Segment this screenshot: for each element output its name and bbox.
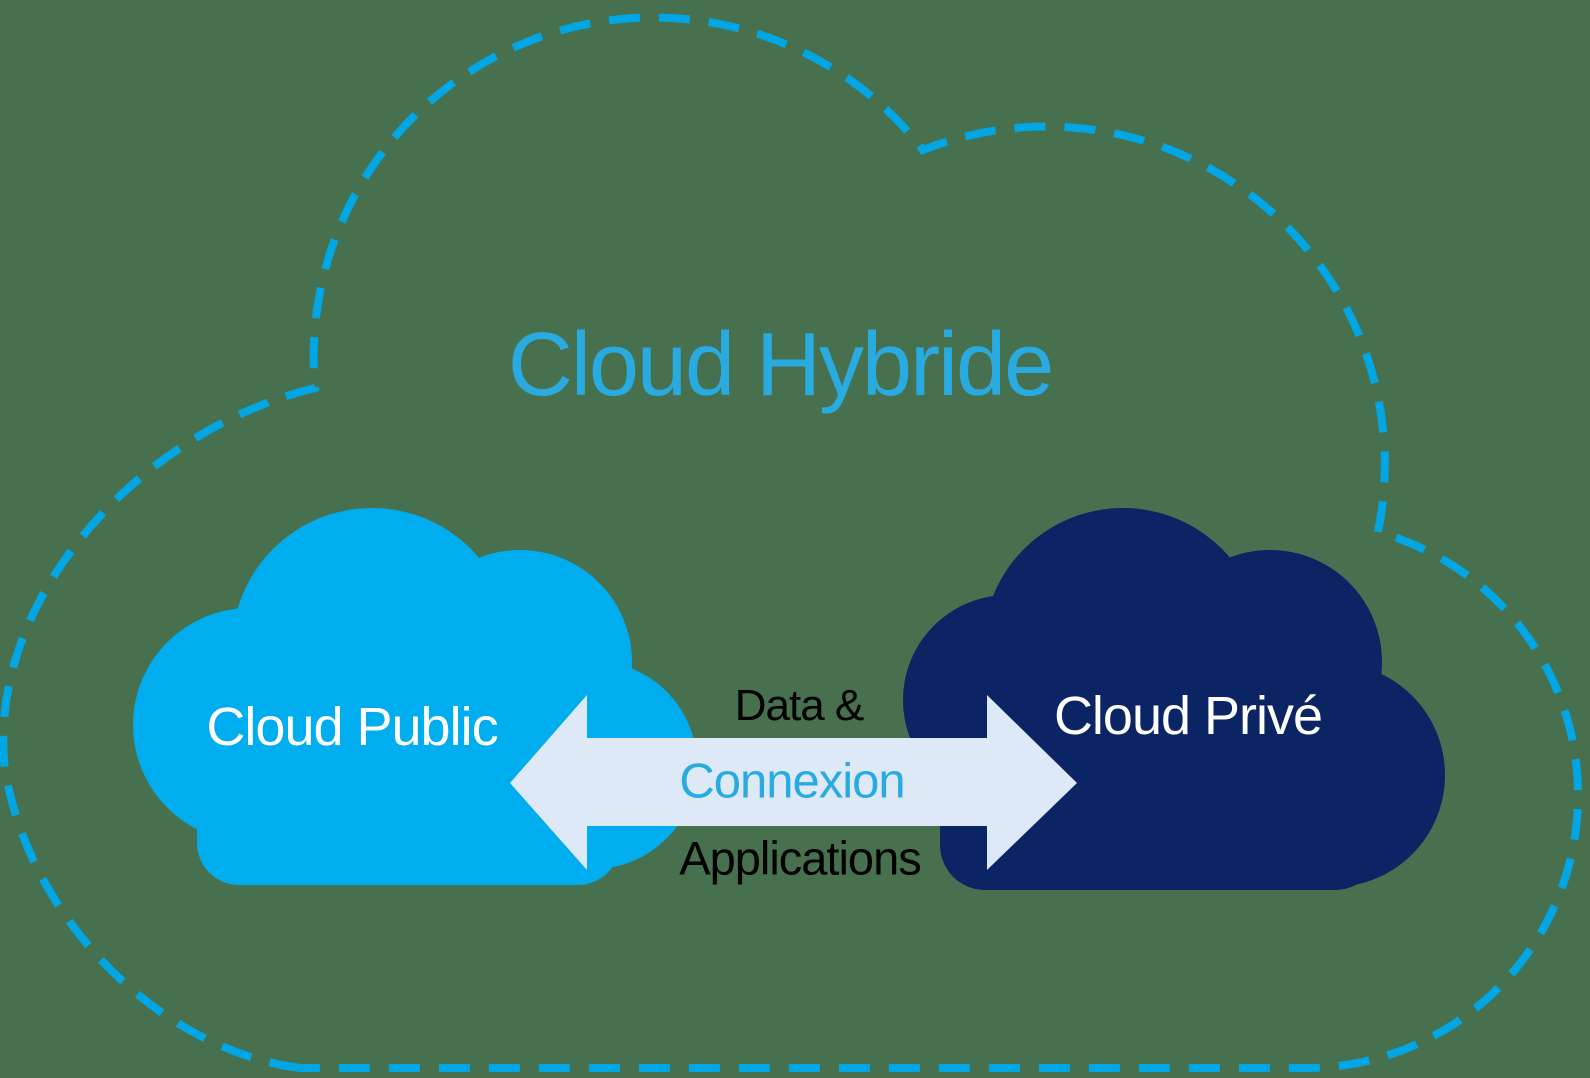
connection-label-applications: Applications xyxy=(679,831,921,885)
cloud-private-shape-icon xyxy=(903,508,1445,890)
double-arrow-icon xyxy=(510,695,1077,870)
connection-label-connexion: Connexion xyxy=(679,754,905,809)
hybrid-cloud-outline-icon xyxy=(0,13,1583,1072)
cloud-body xyxy=(940,705,1380,890)
cloud-body xyxy=(197,705,620,885)
cloud-private-label: Cloud Privé xyxy=(1053,686,1323,746)
cloud-public-label: Cloud Public xyxy=(206,697,498,757)
connection-label-data: Data & xyxy=(734,681,865,730)
diagram-title: Cloud Hybride xyxy=(507,315,1054,415)
